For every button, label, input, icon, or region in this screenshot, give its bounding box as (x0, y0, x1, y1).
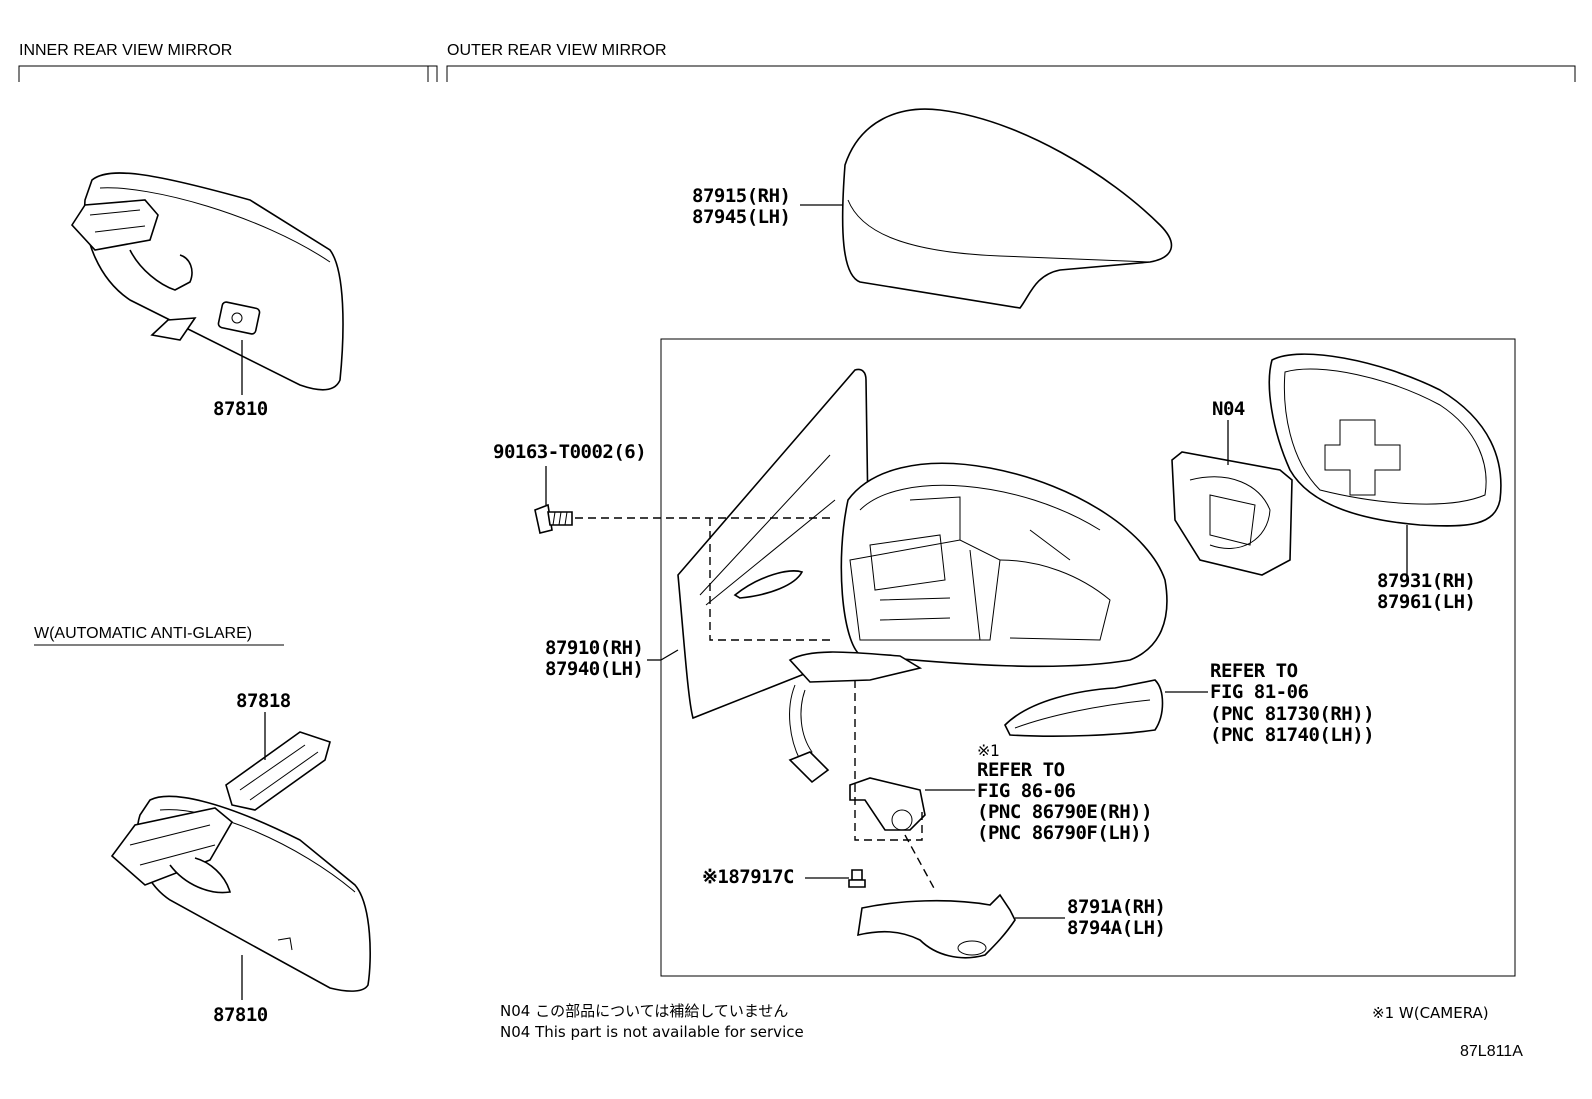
mirror-glass-part (1268, 353, 1502, 575)
label-cover-rh: 87915(RH) (692, 185, 791, 207)
turn-signal-part (1004, 679, 1208, 737)
inner-mirror-top (70, 172, 344, 395)
label-turn-ref-1: REFER TO (1210, 660, 1298, 682)
label-inner-mirror-top: 87810 (213, 398, 268, 420)
camera-part (849, 680, 975, 891)
camera-screw-part (805, 869, 866, 888)
label-inner-mirror-bottom: 87810 (213, 1004, 268, 1026)
inner-mirror-bottom (110, 795, 371, 1000)
outer-mirror-assembly (647, 368, 1168, 784)
camera-cover-part (857, 893, 1065, 959)
label-camera-ref-1: REFER TO (977, 759, 1065, 781)
outer-section-title: OUTER REAR VIEW MIRROR (447, 42, 667, 59)
label-camera-cover-lh: 8794A(LH) (1067, 917, 1166, 939)
label-camera-ref-4: (PNC 86790F(LH)) (977, 822, 1153, 844)
screw-part (534, 466, 830, 641)
n04-actuator-part (1171, 420, 1293, 576)
label-glass-lh: 87961(LH) (1377, 591, 1476, 613)
note-camera: ※1 W(CAMERA) (1372, 1004, 1489, 1022)
assembly-frame (660, 338, 1516, 977)
antiglare-section-title: W(AUTOMATIC ANTI-GLARE) (34, 625, 253, 642)
label-camera-screw: ※187917C (702, 866, 795, 888)
label-camera-ref-3: (PNC 86790E(RH)) (977, 801, 1153, 823)
inner-section-bracket (18, 65, 438, 82)
label-mirror-rh: 87910(RH) (545, 637, 644, 659)
label-camera-ref-2: FIG 86-06 (977, 780, 1076, 802)
mirror-cover-part (800, 108, 1173, 309)
outer-section-bracket (446, 65, 1576, 82)
label-glass-rh: 87931(RH) (1377, 570, 1476, 592)
label-camera-cover-rh: 8791A(RH) (1067, 896, 1166, 918)
figure-code: 87L811A (1460, 1043, 1523, 1060)
label-turn-ref-2: FIG 81-06 (1210, 681, 1309, 703)
label-turn-ref-4: (PNC 81740(LH)) (1210, 724, 1375, 746)
label-screw: 90163-T0002(6) (493, 441, 647, 463)
label-mirror-lh: 87940(LH) (545, 658, 644, 680)
note-n04-japanese: N04 この部品については補給していません (500, 1002, 789, 1020)
label-camera-mark: ※1 (977, 741, 1000, 760)
label-antiglare-cover: 87818 (236, 690, 291, 712)
note-n04-english: N04 This part is not available for servi… (500, 1023, 804, 1041)
label-n04: N04 (1212, 398, 1245, 420)
label-cover-lh: 87945(LH) (692, 206, 791, 228)
inner-section-title: INNER REAR VIEW MIRROR (19, 42, 233, 59)
label-turn-ref-3: (PNC 81730(RH)) (1210, 703, 1375, 725)
antiglare-cover-part (225, 712, 331, 811)
